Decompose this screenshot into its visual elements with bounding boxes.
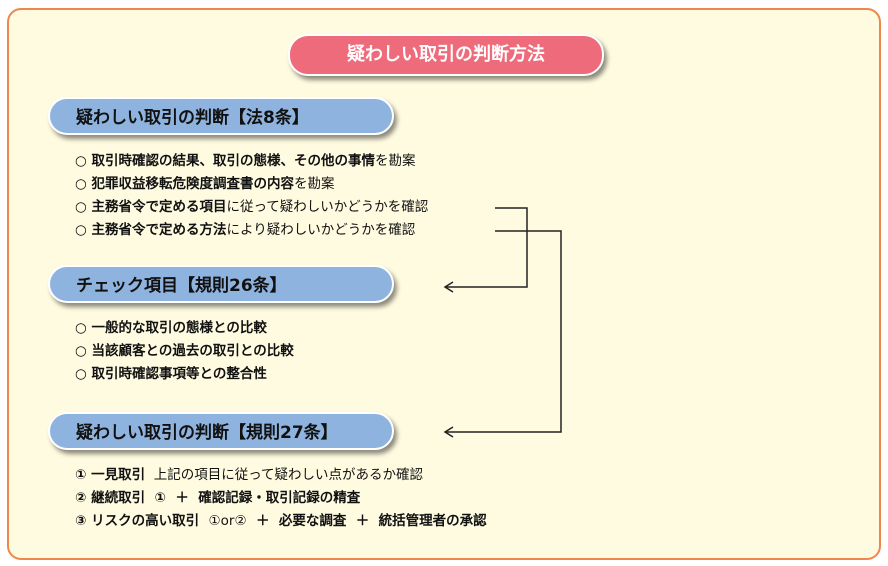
list-item: ○ 当該顧客との過去の取引との比較 bbox=[75, 343, 294, 359]
list-item: ② 継続取引 ① ＋ 確認記録・取引記録の精査 bbox=[75, 490, 361, 506]
heading-rule-27: 疑わしい取引の判断【規則27条】 bbox=[48, 412, 394, 450]
diagram-title: 疑わしい取引の判断方法 bbox=[288, 34, 604, 76]
list-item: ○ 主務省令で定める項目に従って疑わしいかどうかを確認 bbox=[75, 199, 429, 215]
arrow-to-rule-27 bbox=[446, 230, 562, 433]
list-item: ○ 取引時確認事項等との整合性 bbox=[75, 366, 267, 382]
rule-27-list: ① 一見取引 上記の項目に従って疑わしい点があるか確認 ② 継続取引 ① ＋ 確… bbox=[75, 464, 487, 533]
list-item: ○ 取引時確認の結果、取引の態様、その他の事情を勘案 bbox=[75, 153, 416, 169]
list-item: ○ 主務省令で定める方法により疑わしいかどうかを確認 bbox=[75, 222, 416, 238]
rule-26-list: ○ 一般的な取引の態様との比較 ○ 当該顧客との過去の取引との比較 ○ 取引時確… bbox=[75, 317, 294, 386]
heading-law-8: 疑わしい取引の判断【法8条】 bbox=[48, 97, 394, 135]
list-item: ○ 一般的な取引の態様との比較 bbox=[75, 320, 267, 336]
law-8-list: ○ 取引時確認の結果、取引の態様、その他の事情を勘案 ○ 犯罪収益移転危険度調査… bbox=[75, 150, 428, 242]
list-item: ① 一見取引 上記の項目に従って疑わしい点があるか確認 bbox=[75, 467, 424, 483]
list-item: ○ 犯罪収益移転危険度調査書の内容を勘案 bbox=[75, 176, 335, 192]
list-item: ③ リスクの高い取引 ①or② ＋ 必要な調査 ＋ 統括管理者の承認 bbox=[75, 513, 487, 529]
arrow-to-rule-26 bbox=[446, 207, 528, 288]
heading-rule-26: チェック項目【規則26条】 bbox=[48, 265, 394, 303]
